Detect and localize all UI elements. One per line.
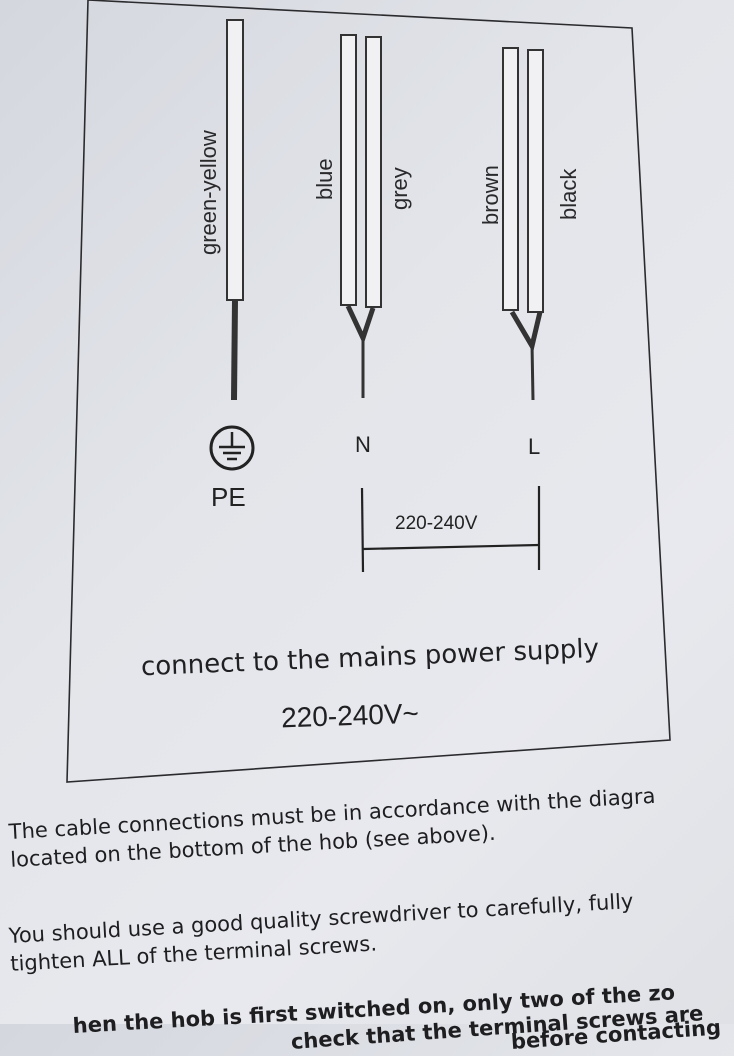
wire-label-green-yellow: green-yellow [196,130,221,255]
live-wire-pair [502,47,544,401]
neutral-wire-pair [340,34,382,398]
wire-label-black: black [556,168,581,220]
voltage-span-bracket [360,486,541,573]
pe-wire [226,19,244,401]
terminal-label-pe: PE [211,482,246,512]
wire-label-grey: grey [387,167,412,210]
terminal-label-n: N [355,432,371,457]
terminal-label-l: L [528,434,541,459]
earth-ground-icon [209,425,255,471]
wire-label-brown: brown [478,165,503,225]
wiring-diagram [66,0,671,783]
wire-label-blue: blue [312,158,337,200]
voltage-span-label: 220-240V [395,513,478,534]
diagram-frame [66,0,671,783]
